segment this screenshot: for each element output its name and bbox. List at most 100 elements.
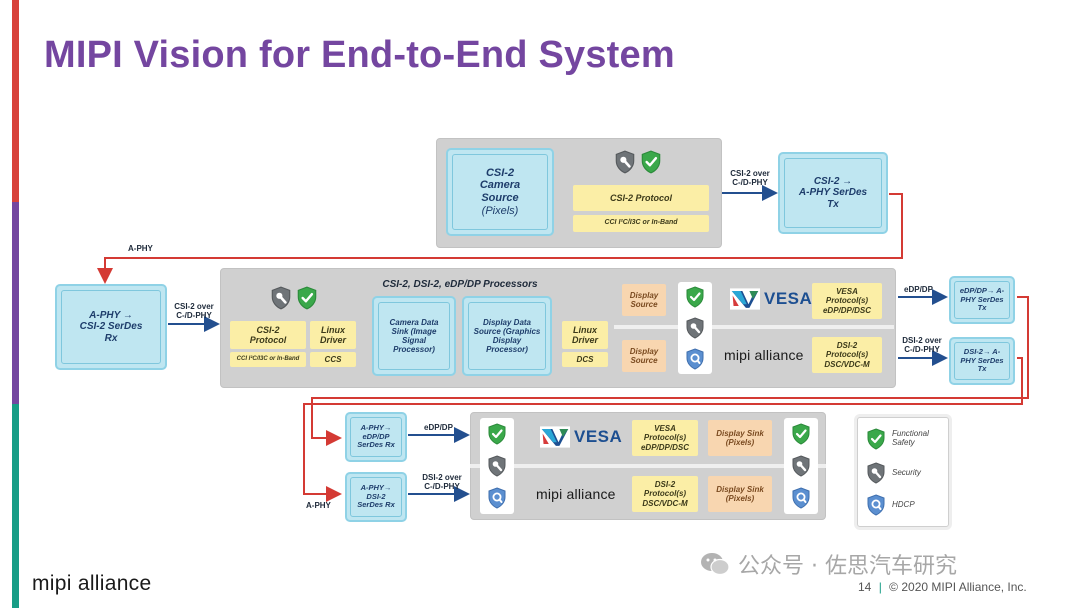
legend: Functional Safety Security HDCP (857, 417, 949, 527)
label-aphy-bottom: A-PHY (306, 501, 331, 510)
label-edp-dp-bottom: eDP/DP (424, 423, 453, 432)
accent-bar-purple (12, 202, 19, 404)
icon-column-bottom-right (784, 418, 818, 514)
aphy-dsi2-serdes-rx: A-PHY→ DSI-2 SerDes Rx (345, 472, 407, 522)
dcs-box: DCS (562, 352, 608, 367)
serdes-tx-line2: A-PHY SerDes (798, 187, 868, 199)
accent-bar-teal (12, 404, 19, 608)
red-link-dsi2 (303, 357, 1023, 502)
shield-check-icon (791, 423, 811, 445)
label-edp-dp-right: eDP/DP (904, 285, 933, 294)
page-number-value: 14 (858, 580, 872, 594)
security-wrench-icon (791, 455, 811, 477)
slide-title: MIPI Vision for End-to-End System (44, 34, 675, 76)
serdes-rx-line1: A-PHY → (89, 309, 133, 321)
camera-source-line3: Source (481, 192, 519, 204)
legend-hdcp: HDCP (866, 494, 936, 516)
dsi2-aphy-serdes-tx: DSI-2→ A-PHY SerDes Tx (949, 337, 1015, 385)
aphy-edp-serdes-rx: A-PHY→ eDP/DP SerDes Rx (345, 412, 407, 462)
label-csi2-over-mid: CSI-2 over C-/D-PHY (174, 302, 214, 320)
security-wrench-icon (270, 286, 292, 310)
csi2-aphy-serdes-tx: CSI-2 → A-PHY SerDes Tx (778, 152, 888, 234)
copyright-text: © 2020 MIPI Alliance, Inc. (889, 580, 1027, 594)
display-data-source-text: Display Data Source (Graphics Display Pr… (468, 302, 546, 370)
hdcp-shield-icon (791, 487, 811, 509)
cci-top: CCI I²C/I3C or In-Band (573, 215, 709, 232)
hdcp-shield-icon (866, 494, 886, 516)
red-link-edp (311, 296, 1029, 446)
hdcp-shield-icon (685, 348, 705, 370)
mipi-logo-mid: mipi alliance (724, 347, 804, 363)
vesa-logo-bottom: VESA (540, 426, 622, 448)
legend-security-label: Security (892, 467, 921, 477)
serdes-rx-line3: Rx (104, 332, 118, 344)
watermark-text: 公众号 · 佐思汽车研究 (738, 554, 957, 579)
camera-source-line4: (Pixels) (481, 204, 519, 217)
label-dsi2-over-right: DSI-2 over C-/D-PHY (902, 336, 942, 354)
shield-check-icon (866, 428, 886, 450)
footer-logo: mipi alliance (32, 572, 151, 596)
icon-column-bottom-left (480, 418, 514, 514)
dsi2-aphy-tx-text: DSI-2→ A-PHY SerDes Tx (954, 342, 1010, 380)
vesa-label-mid: VESA (764, 289, 813, 308)
display-source-2: Display Source (622, 340, 666, 372)
label-aphy-top: A-PHY (128, 244, 153, 253)
csi2-protocol-mid: CSI-2 Protocol (230, 321, 306, 349)
aphy-edp-rx-text: A-PHY→ eDP/DP SerDes Rx (350, 417, 402, 457)
security-wrench-icon (614, 150, 636, 174)
security-wrench-icon (866, 462, 886, 484)
mipi-logo-bottom: mipi alliance (536, 486, 616, 502)
page-number: 14 | © 2020 MIPI Alliance, Inc. (858, 580, 1027, 594)
vesa-logo-icon (730, 288, 760, 310)
dsi2-protocols-bottom: DSI-2 Protocol(s) DSC/VDC-M (632, 476, 698, 512)
wechat-icon (701, 553, 730, 576)
camera-source-line1: CSI-2 (485, 166, 515, 179)
shield-check-icon (487, 423, 507, 445)
legend-functional-safety-label: Functional Safety (892, 429, 929, 447)
label-csi2-over-top: CSI-2 over C-/D-PHY (730, 169, 770, 187)
icon-column-mid (678, 282, 712, 374)
security-wrench-icon (685, 317, 705, 339)
camera-data-sink-text: Camera Data Sink (Image Signal Processor… (378, 302, 450, 370)
camera-source-line2: Camera (479, 179, 521, 192)
linux-driver-1: Linux Driver (310, 321, 356, 349)
shield-check-icon (640, 150, 662, 174)
aphy-csi2-serdes-rx: A-PHY → CSI-2 SerDes Rx (55, 284, 167, 370)
edp-aphy-tx-text: eDP/DP→ A-PHY SerDes Tx (954, 281, 1010, 319)
display-source-1: Display Source (622, 284, 666, 316)
serdes-tx-line3: Tx (827, 198, 839, 210)
linux-driver-2: Linux Driver (562, 321, 608, 349)
legend-hdcp-label: HDCP (892, 499, 915, 509)
csi2-protocol-top: CSI-2 Protocol (573, 185, 709, 211)
mid-divider (614, 325, 894, 329)
legend-security: Security (866, 462, 936, 484)
display-sink-2: Display Sink (Pixels) (708, 476, 772, 512)
vesa-logo-icon (540, 426, 570, 448)
ccs-box: CCS (310, 352, 356, 367)
dsi2-protocols-mid: DSI-2 Protocol(s) DSC/VDC-M (812, 337, 882, 373)
camera-source-box: CSI-2 Camera Source (Pixels) (446, 148, 554, 236)
vesa-protocols-bottom: VESA Protocol(s) eDP/DP/DSC (632, 420, 698, 456)
cci-mid: CCI I²C/I3C or In-Band (230, 352, 306, 367)
camera-data-sink-box: Camera Data Sink (Image Signal Processor… (372, 296, 456, 376)
accent-bar-red (12, 0, 19, 202)
display-sink-1: Display Sink (Pixels) (708, 420, 772, 456)
vesa-protocols-mid: VESA Protocol(s) eDP/DP/DSC (812, 283, 882, 319)
label-dsi2-over-bottom: DSI-2 over C-/D-PHY (422, 473, 462, 491)
shield-check-icon (296, 286, 318, 310)
serdes-tx-line1: CSI-2 → (813, 175, 853, 187)
footer-separator: | (878, 580, 882, 594)
aphy-dsi2-rx-text: A-PHY→ DSI-2 SerDes Rx (350, 477, 402, 517)
vesa-label-bottom: VESA (574, 427, 623, 446)
red-link-aphy-top (97, 193, 903, 284)
display-data-source-box: Display Data Source (Graphics Display Pr… (462, 296, 552, 376)
edp-aphy-serdes-tx: eDP/DP→ A-PHY SerDes Tx (949, 276, 1015, 324)
wechat-watermark: 公众号 · 佐思汽车研究 (700, 548, 957, 580)
shield-check-icon (685, 286, 705, 308)
legend-functional-safety: Functional Safety (866, 428, 936, 450)
bottom-divider (470, 464, 826, 468)
serdes-rx-line2: CSI-2 SerDes (79, 321, 143, 333)
security-wrench-icon (487, 455, 507, 477)
vesa-logo-mid: VESA (730, 288, 812, 310)
